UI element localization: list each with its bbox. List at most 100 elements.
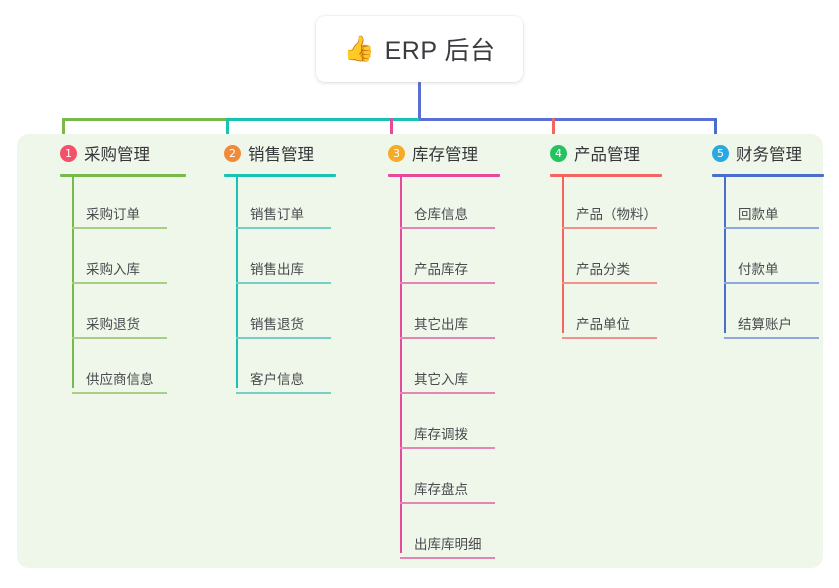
leaf-underline — [562, 227, 657, 229]
leaf-label: 产品分类 — [576, 262, 630, 277]
leaf-item[interactable]: 结算账户 — [724, 293, 819, 339]
leaf-item[interactable]: 仓库信息 — [400, 183, 495, 229]
leaf-label: 回款单 — [738, 207, 779, 222]
branch-underline-1 — [60, 174, 186, 177]
leaf-item[interactable]: 产品（物料） — [562, 183, 657, 229]
leaf-underline — [236, 282, 331, 284]
leaf-item[interactable]: 库存调拨 — [400, 403, 495, 449]
thumbs-up-icon: 👍 — [343, 34, 375, 63]
leaf-label: 库存盘点 — [414, 482, 468, 497]
leaf-item[interactable]: 库存盘点 — [400, 458, 495, 504]
leaf-label: 采购入库 — [86, 262, 140, 277]
branch-spine-4 — [562, 176, 564, 333]
leaf-label: 仓库信息 — [414, 207, 468, 222]
branch-underline-4 — [550, 174, 662, 177]
branch-title-5: 财务管理 — [736, 146, 802, 164]
branch-badge-1: 1 — [60, 144, 77, 162]
leaf-item[interactable]: 销售订单 — [236, 183, 331, 229]
leaf-label: 销售退货 — [250, 317, 304, 332]
branch-badge-4: 4 — [550, 144, 567, 162]
leaf-label: 采购订单 — [86, 207, 140, 222]
branch-column-1: 1 采购管理采购订单采购入库采购退货供应商信息 — [42, 134, 186, 394]
leaf-label: 出库库明细 — [414, 537, 482, 552]
leaf-label: 结算账户 — [738, 317, 792, 332]
leaf-underline — [400, 557, 495, 559]
leaf-underline — [724, 337, 819, 339]
leaf-item[interactable]: 采购退货 — [72, 293, 167, 339]
leaf-item[interactable]: 销售出库 — [236, 238, 331, 284]
leaf-label: 供应商信息 — [86, 372, 154, 387]
leaf-underline — [562, 337, 657, 339]
root-node[interactable]: 👍 ERP 后台 — [316, 16, 523, 82]
leaf-item[interactable]: 产品库存 — [400, 238, 495, 284]
branch-title-4: 产品管理 — [574, 146, 640, 164]
branch-column-4: 4 产品管理产品（物料） 产品分类产品单位 — [532, 134, 662, 339]
leaf-label: 库存调拨 — [414, 427, 468, 442]
branch-badge-5: 5 — [712, 144, 729, 162]
leaf-label: 其它入库 — [414, 372, 468, 387]
leaf-underline — [400, 227, 495, 229]
branch-header-5[interactable]: 5 财务管理 — [694, 134, 802, 172]
root-title: ERP 后台 — [384, 37, 496, 65]
leaf-label: 采购退货 — [86, 317, 140, 332]
leaf-label: 产品单位 — [576, 317, 630, 332]
leaf-underline — [236, 337, 331, 339]
leaf-underline — [724, 227, 819, 229]
leaf-underline — [236, 392, 331, 394]
leaf-label: 付款单 — [738, 262, 779, 277]
branch-badge-2: 2 — [224, 144, 241, 162]
leaf-item[interactable]: 供应商信息 — [72, 348, 167, 394]
bus-segment-2 — [226, 118, 422, 121]
leaf-underline — [72, 282, 167, 284]
leaf-underline — [72, 337, 167, 339]
branch-header-1[interactable]: 1 采购管理 — [42, 134, 150, 172]
bus-segment-1 — [62, 118, 229, 121]
branch-header-4[interactable]: 4 产品管理 — [532, 134, 640, 172]
branch-title-2: 销售管理 — [248, 146, 314, 164]
branch-panel — [17, 134, 823, 568]
branch-spine-5 — [724, 176, 726, 333]
leaf-item[interactable]: 出库库明细 — [400, 513, 495, 559]
leaf-label: 销售订单 — [250, 207, 304, 222]
root-drop-line — [418, 82, 421, 120]
leaf-item[interactable]: 产品分类 — [562, 238, 657, 284]
branch-title-3: 库存管理 — [412, 146, 478, 164]
leaf-item[interactable]: 回款单 — [724, 183, 819, 229]
leaf-underline — [400, 447, 495, 449]
leaf-item[interactable]: 其它出库 — [400, 293, 495, 339]
leaf-underline — [400, 337, 495, 339]
leaf-item[interactable]: 产品单位 — [562, 293, 657, 339]
branch-spine-3 — [400, 176, 402, 553]
leaf-underline — [400, 282, 495, 284]
leaf-item[interactable]: 其它入库 — [400, 348, 495, 394]
leaf-label: 销售出库 — [250, 262, 304, 277]
leaf-label: 其它出库 — [414, 317, 468, 332]
leaf-underline — [400, 392, 495, 394]
leaf-item[interactable]: 采购订单 — [72, 183, 167, 229]
branch-drop-line-4 — [552, 118, 555, 148]
leaf-underline — [724, 282, 819, 284]
branch-underline-5 — [712, 174, 824, 177]
leaf-item[interactable]: 客户信息 — [236, 348, 331, 394]
bus-segment-3 — [419, 118, 717, 121]
leaf-underline — [400, 502, 495, 504]
leaf-underline — [72, 227, 167, 229]
branch-badge-3: 3 — [388, 144, 405, 162]
leaf-label: 产品（物料） — [576, 207, 657, 222]
branch-drop-line-3 — [390, 118, 393, 148]
leaf-item[interactable]: 销售退货 — [236, 293, 331, 339]
branch-header-3[interactable]: 3 库存管理 — [370, 134, 478, 172]
leaf-item[interactable]: 采购入库 — [72, 238, 167, 284]
branch-title-1: 采购管理 — [84, 146, 150, 164]
leaf-label: 产品库存 — [414, 262, 468, 277]
branch-header-2[interactable]: 2 销售管理 — [206, 134, 314, 172]
branch-drop-line-2 — [226, 118, 229, 148]
branch-column-5: 5 财务管理回款单付款单结算账户 — [694, 134, 824, 339]
leaf-underline — [562, 282, 657, 284]
leaf-underline — [72, 392, 167, 394]
branch-underline-2 — [224, 174, 336, 177]
branch-underline-3 — [388, 174, 500, 177]
leaf-item[interactable]: 付款单 — [724, 238, 819, 284]
branch-column-2: 2 销售管理销售订单销售出库销售退货客户信息 — [206, 134, 336, 394]
